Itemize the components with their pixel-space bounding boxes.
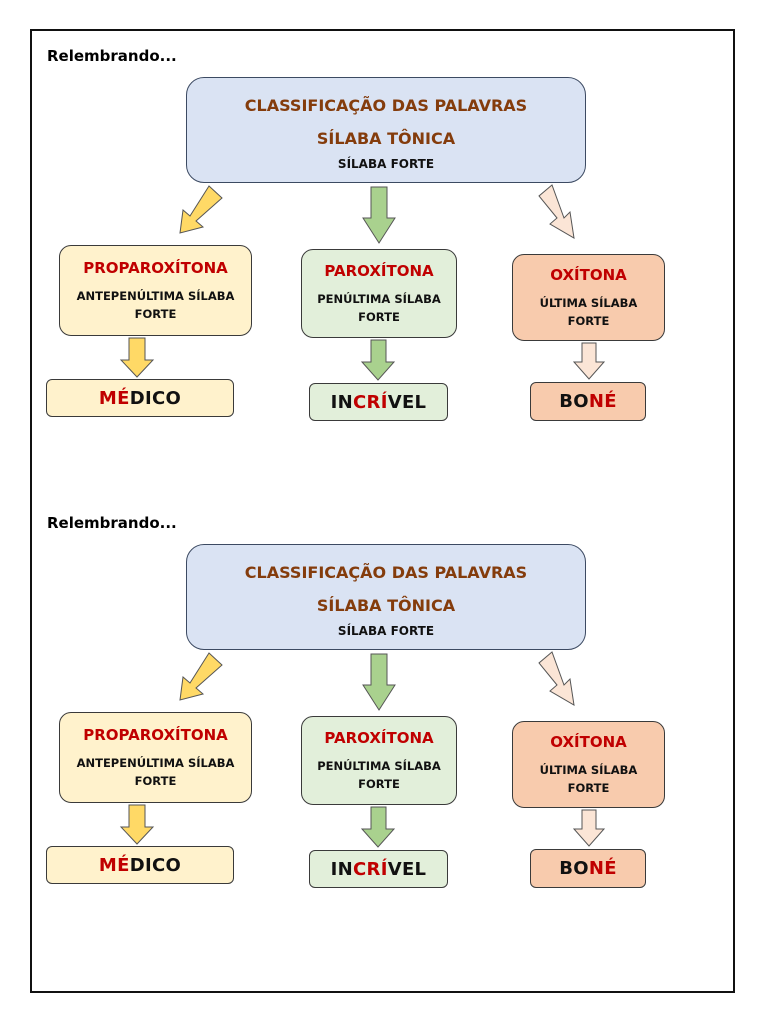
category-title: PROPAROXÍTONA (83, 725, 228, 744)
arrow-to-oxitona (538, 651, 575, 706)
category-desc-line2: FORTE (358, 776, 400, 791)
arrow-to-bone (572, 342, 606, 380)
word-pre: BO (559, 858, 589, 879)
main-note: SÍLABA FORTE (337, 157, 435, 171)
category-desc-line1: PENÚLTIMA SÍLABA (317, 758, 441, 773)
category-desc-line1: ÚLTIMA SÍLABA (539, 762, 638, 777)
main-classification-box: CLASSIFICAÇÃO DAS PALAVRAS SÍLABA TÔNICA… (186, 77, 586, 183)
proparoxitona-box: PROPAROXÍTONA ANTEPENÚLTIMA SÍLABA FORTE (59, 245, 252, 336)
word-stressed-syllable: NÉ (588, 391, 617, 412)
oxitona-box: OXÍTONA ÚLTIMA SÍLABA FORTE (512, 254, 665, 341)
oxitona-box: OXÍTONA ÚLTIMA SÍLABA FORTE (512, 721, 665, 808)
arrows-layer (119, 184, 606, 381)
arrow-to-bone (572, 809, 606, 847)
main-classification-box: CLASSIFICAÇÃO DAS PALAVRAS SÍLABA TÔNICA… (186, 544, 586, 650)
arrow-to-paroxitona (362, 653, 396, 711)
word-post: DICO (129, 854, 182, 876)
word-stressed-syllable: CRÍ (353, 391, 388, 413)
word-stressed-syllable: MÉ (98, 387, 130, 409)
main-subtitle: SÍLABA TÔNICA (316, 596, 456, 615)
classification-diagram-1: Relembrando... CLASSIFICAÇÃO DAS PALAVRA… (0, 0, 768, 440)
category-desc-line2: FORTE (567, 780, 610, 795)
arrow-to-paroxitona (362, 186, 396, 244)
arrow-to-incrivel (360, 806, 396, 848)
section-heading: Relembrando... (47, 514, 177, 532)
category-title: OXÍTONA (550, 732, 627, 751)
word-post: VEL (387, 858, 427, 880)
arrow-to-proparoxitona (179, 185, 223, 234)
arrow-to-medico (119, 804, 155, 845)
category-desc-line1: ÚLTIMA SÍLABA (539, 295, 638, 310)
category-title: PAROXÍTONA (324, 728, 434, 747)
category-title: OXÍTONA (550, 265, 627, 284)
category-desc-line1: ANTEPENÚLTIMA SÍLABA (76, 288, 235, 303)
arrow-to-incrivel (360, 339, 396, 381)
category-desc-line2: FORTE (358, 309, 400, 324)
paroxitona-box: PAROXÍTONA PENÚLTIMA SÍLABA FORTE (301, 716, 457, 805)
arrow-to-proparoxitona (179, 652, 223, 701)
main-note: SÍLABA FORTE (337, 624, 435, 638)
word-pre: IN (330, 391, 354, 413)
paroxitona-box: PAROXÍTONA PENÚLTIMA SÍLABA FORTE (301, 249, 457, 338)
word-post: VEL (387, 391, 427, 413)
category-title: PAROXÍTONA (324, 261, 434, 280)
main-title: CLASSIFICAÇÃO DAS PALAVRAS (244, 96, 528, 115)
page-frame (30, 29, 735, 993)
category-desc-line2: FORTE (567, 313, 610, 328)
word-pre: BO (559, 391, 589, 412)
proparoxitona-box: PROPAROXÍTONA ANTEPENÚLTIMA SÍLABA FORTE (59, 712, 252, 803)
main-subtitle: SÍLABA TÔNICA (316, 129, 456, 148)
word-post: DICO (129, 387, 182, 409)
section-heading: Relembrando... (47, 47, 177, 65)
category-desc-line2: FORTE (134, 306, 177, 321)
word-stressed-syllable: MÉ (98, 854, 130, 876)
category-desc-line1: PENÚLTIMA SÍLABA (317, 291, 441, 306)
classification-diagram-2: Relembrando... CLASSIFICAÇÃO DAS PALAVRA… (0, 467, 768, 907)
word-stressed-syllable: CRÍ (353, 858, 388, 880)
category-title: PROPAROXÍTONA (83, 258, 228, 277)
category-desc-line2: FORTE (134, 773, 177, 788)
word-stressed-syllable: NÉ (588, 858, 617, 879)
main-title: CLASSIFICAÇÃO DAS PALAVRAS (244, 563, 528, 582)
arrow-to-oxitona (538, 184, 575, 239)
category-desc-line1: ANTEPENÚLTIMA SÍLABA (76, 755, 235, 770)
arrow-to-medico (119, 337, 155, 378)
arrows-layer (119, 651, 606, 848)
word-pre: IN (330, 858, 354, 880)
